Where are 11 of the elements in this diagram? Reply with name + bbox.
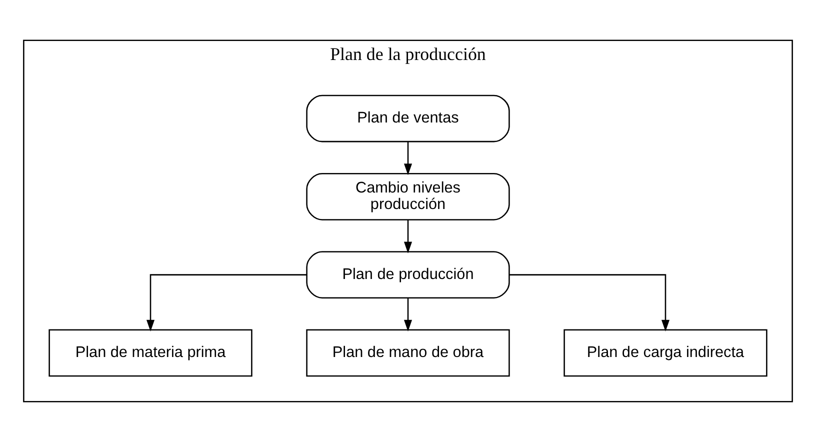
- arrow: [404, 298, 412, 332]
- arrow: [146, 274, 307, 332]
- node-box: Cambio niveles producción: [306, 172, 510, 220]
- node-box: Plan de producción: [306, 251, 510, 298]
- arrow: [404, 142, 412, 176]
- node-box: Plan de mano de obra: [306, 329, 510, 377]
- node-box: Plan de materia prima: [48, 329, 252, 377]
- arrow: [404, 220, 412, 254]
- node-box: Plan de carga indirecta: [564, 329, 768, 377]
- arrow: [509, 274, 670, 332]
- node-box: Plan de ventas: [306, 94, 510, 142]
